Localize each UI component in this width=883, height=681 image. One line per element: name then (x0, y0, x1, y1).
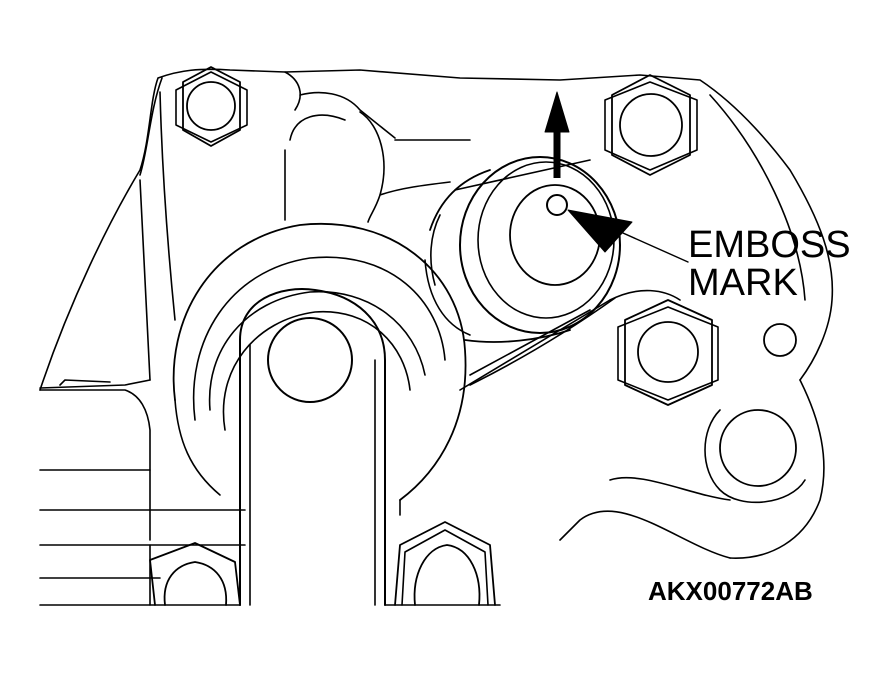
hex-bolt-right (618, 300, 718, 405)
hex-bolt-top-right (605, 75, 697, 175)
housing-outline (40, 69, 300, 390)
left-flange-block (40, 380, 500, 605)
figure-reference-code: AKX00772AB (648, 576, 813, 606)
rocker-arm (174, 224, 466, 605)
upper-plate (285, 70, 832, 380)
callout-label-mark: MARK (688, 262, 798, 304)
callout-label-emboss: EMBOSS (688, 224, 851, 266)
hex-bolt-bottom-left (150, 543, 240, 605)
hex-bolt-bottom (395, 522, 495, 605)
hex-bolt-top-left (176, 67, 247, 146)
direction-arrow-icon (545, 92, 569, 178)
emboss-mark-dot (547, 195, 567, 215)
cylindrical-sleeve (425, 157, 680, 390)
mounting-holes-right (560, 324, 824, 558)
pointer-triangle-icon (568, 210, 632, 252)
